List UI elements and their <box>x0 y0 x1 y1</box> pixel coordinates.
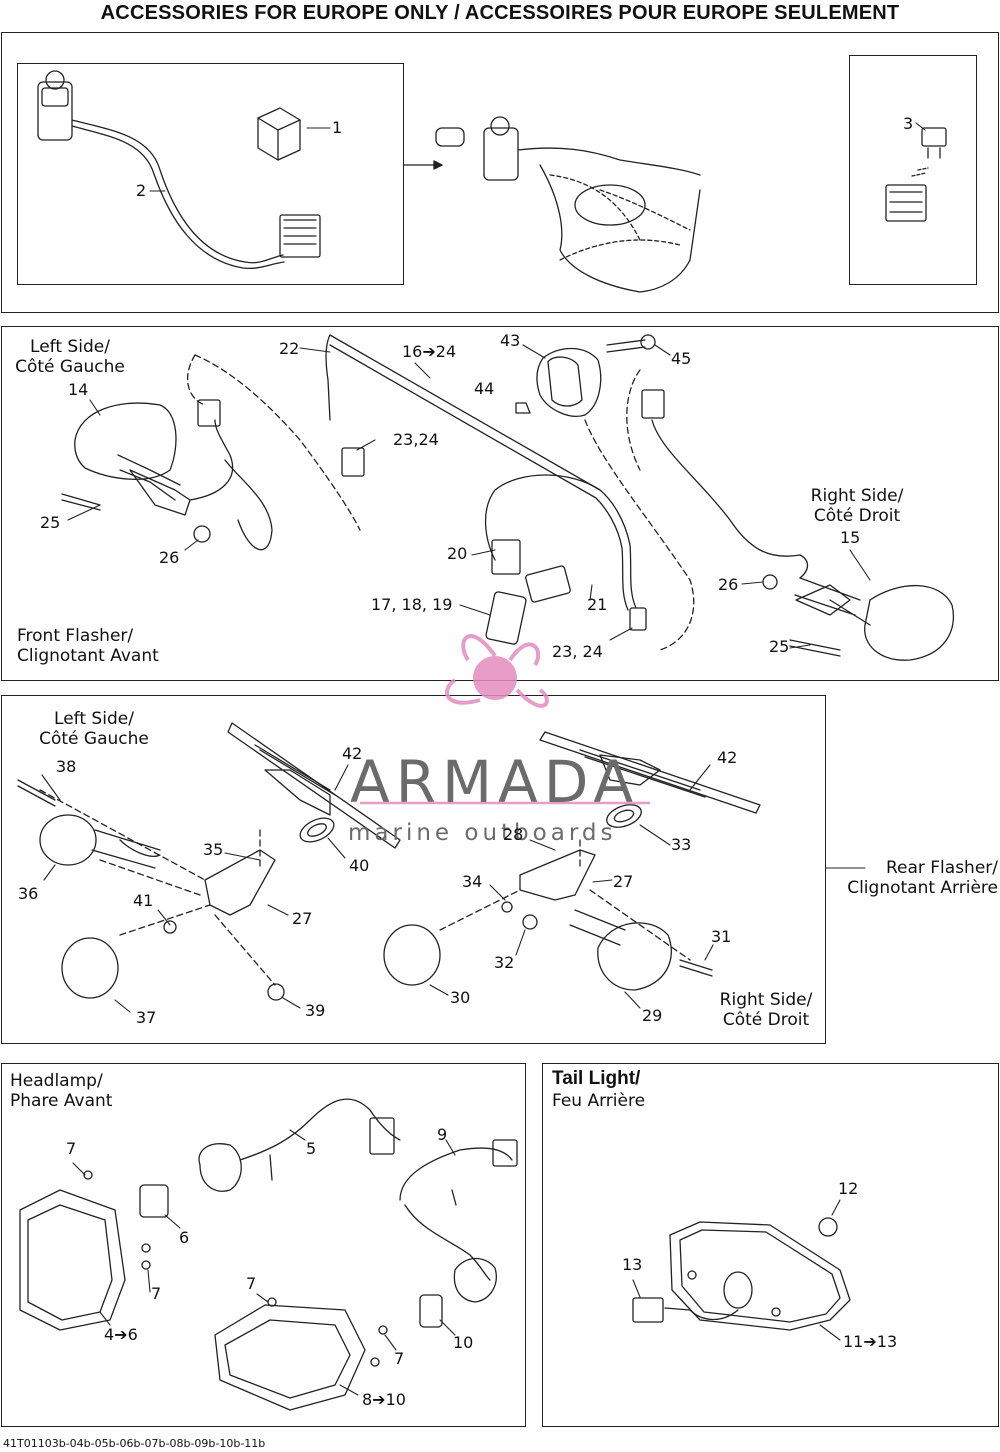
headlamp-right <box>214 1139 518 1411</box>
callout-number: 42 <box>717 748 738 767</box>
page-title: ACCESSORIES FOR EUROPE ONLY / ACCESSOIRE… <box>100 2 900 24</box>
callout-number: 36 <box>18 884 39 903</box>
callout-number: 27 <box>292 909 313 928</box>
callout-number: 30 <box>450 988 471 1007</box>
watermark-brand: ARMADA <box>350 748 640 816</box>
rear-left-side-label: Left Side/ Côté Gauche <box>39 709 149 749</box>
callout-number: 44 <box>474 379 495 398</box>
switch-part <box>885 127 947 222</box>
callout-number: 7 <box>246 1274 257 1293</box>
callout-number: 33 <box>671 835 692 854</box>
front-left-side-label: Left Side/ Côté Gauche <box>15 337 125 377</box>
callout-number: 25 <box>769 637 790 656</box>
callout-number: 26 <box>159 548 180 567</box>
callout-number: 10 <box>453 1333 474 1352</box>
callout-number: 25 <box>40 513 61 532</box>
front-flasher-right <box>641 389 954 661</box>
callout-number: 11➔13 <box>843 1332 898 1351</box>
callout-number: 20 <box>447 544 468 563</box>
watermark-logo <box>360 634 650 805</box>
callout-number: 39 <box>305 1001 326 1020</box>
front-flasher-mount <box>515 334 656 417</box>
callout-number: 8➔10 <box>362 1390 406 1409</box>
callout-number: 31 <box>711 927 732 946</box>
callout-number: 15 <box>840 528 861 547</box>
relay-part <box>257 107 301 161</box>
callout-number: 3 <box>903 114 914 133</box>
front-harness <box>325 334 647 645</box>
callout-number: 4➔6 <box>104 1325 138 1344</box>
front-flasher-caption: Front Flasher/ Clignotant Avant <box>17 626 159 666</box>
callout-number: 41 <box>133 891 154 910</box>
callout-number: 45 <box>671 349 692 368</box>
panel-tail-light <box>542 1063 999 1427</box>
callout-number: 7 <box>66 1139 77 1158</box>
callout-number: 38 <box>56 757 77 776</box>
panel-handlebar <box>1 32 999 313</box>
headlamp-caption: Headlamp/ Phare Avant <box>10 1071 113 1111</box>
callout-number: 32 <box>494 953 515 972</box>
callout-number: 40 <box>349 856 370 875</box>
callout-number: 26 <box>718 575 739 594</box>
callout-number: 42 <box>342 744 363 763</box>
callout-number: 2 <box>136 181 147 200</box>
callout-number: 34 <box>462 872 483 891</box>
tail-light <box>632 1217 851 1331</box>
callout-number: 16➔24 <box>402 342 457 361</box>
watermark-tagline: marine outboards <box>348 820 617 846</box>
callout-number: 7 <box>151 1284 162 1303</box>
callout-number: 37 <box>136 1008 157 1027</box>
callout-number: 27 <box>613 872 634 891</box>
rear-right-side-label: Right Side/ Côté Droit <box>719 990 813 1030</box>
panel-handlebar-inset <box>17 63 404 285</box>
panel-rear-flasher <box>1 695 826 1044</box>
callout-number: 7 <box>394 1349 405 1368</box>
headlamp-left <box>19 1098 401 1331</box>
tail-light-subcaption: Feu Arrière <box>552 1091 646 1111</box>
callout-number: 28 <box>503 825 524 844</box>
callout-number: 35 <box>203 840 224 859</box>
callout-number: 17, 18, 19 <box>371 595 453 614</box>
callout-number: 23, 24 <box>552 642 603 661</box>
callout-number: 22 <box>279 339 300 358</box>
tail-light-caption: Tail Light/ <box>552 1068 641 1089</box>
callout-number: 9 <box>437 1125 448 1144</box>
callout-number: 1 <box>332 118 343 137</box>
callout-number: 13 <box>622 1255 643 1274</box>
front-right-side-label: Right Side/ Côté Droit <box>810 486 904 526</box>
handlebar-switch-part <box>37 70 321 270</box>
panel-switch-inset <box>849 55 977 285</box>
callout-number: 23,24 <box>393 430 439 449</box>
callout-number: 6 <box>179 1228 190 1247</box>
callout-number: 29 <box>642 1006 663 1025</box>
handlebar-assembly <box>435 116 701 293</box>
callout-number: 5 <box>306 1139 317 1158</box>
callout-number: 14 <box>68 380 89 399</box>
panel-headlamp <box>1 1063 526 1427</box>
figure-code: 41T01103b-04b-05b-06b-07b-08b-09b-10b-11… <box>3 1437 266 1450</box>
rear-flasher-caption: Rear Flasher/ Clignotant Arrière <box>847 858 998 898</box>
callout-number: 43 <box>500 331 521 350</box>
front-flasher-left <box>61 399 273 551</box>
callout-number: 12 <box>838 1179 859 1198</box>
callout-number: 21 <box>587 595 608 614</box>
